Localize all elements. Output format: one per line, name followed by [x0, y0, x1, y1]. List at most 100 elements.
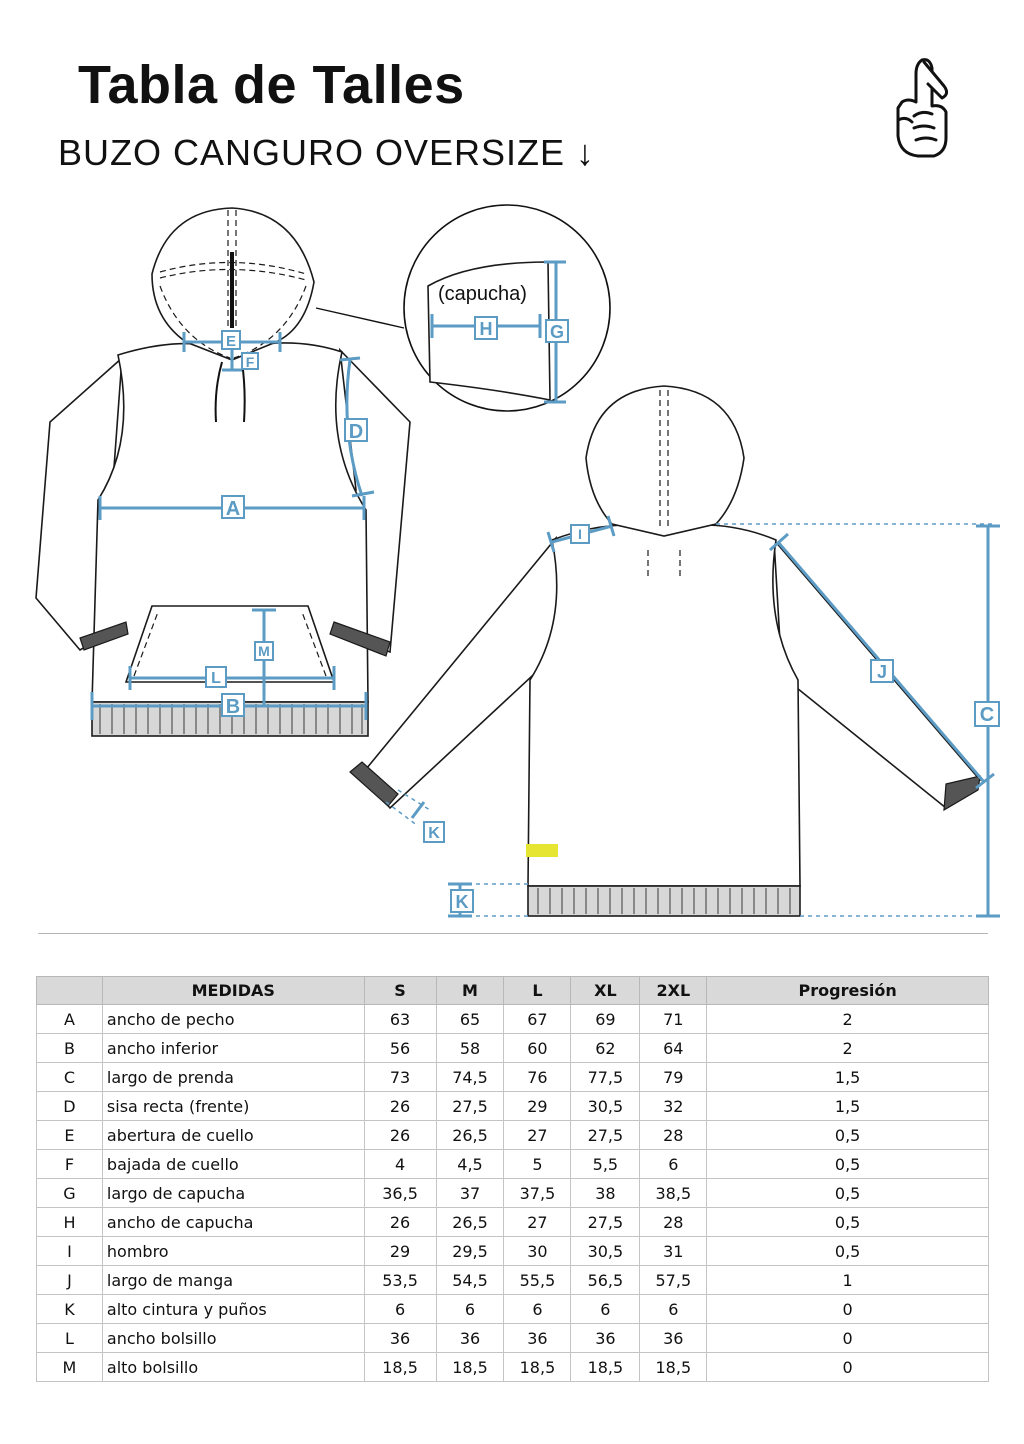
- row-value-xl: 5,5: [570, 1149, 641, 1179]
- label-k-waist: K: [456, 892, 469, 912]
- row-measure-name: largo de capucha: [101, 1178, 365, 1208]
- row-value-xl: 69: [570, 1004, 641, 1034]
- label-e: E: [226, 333, 236, 350]
- row-value-m: 65: [435, 1004, 505, 1034]
- label-h: H: [480, 319, 493, 339]
- row-code: C: [36, 1062, 103, 1092]
- row-value-l: 29: [503, 1091, 572, 1121]
- row-value-xl: 36: [570, 1323, 641, 1353]
- row-measure-name: abertura de cuello: [101, 1120, 365, 1150]
- row-value-xl: 56,5: [570, 1265, 641, 1295]
- row-value-2xl: 6: [639, 1294, 708, 1324]
- row-value-l: 30: [503, 1236, 572, 1266]
- label-g: G: [550, 322, 564, 342]
- row-value-l: 18,5: [503, 1352, 572, 1382]
- row-measure-name: sisa recta (frente): [101, 1091, 365, 1121]
- row-progresion: 0: [706, 1294, 989, 1324]
- header-size-l: L: [503, 976, 572, 1005]
- row-value-2xl: 28: [639, 1120, 708, 1150]
- row-code: J: [36, 1265, 103, 1295]
- row-measure-name: ancho inferior: [101, 1033, 365, 1063]
- row-progresion: 0,5: [706, 1236, 989, 1266]
- row-value-l: 60: [503, 1033, 572, 1063]
- row-value-l: 37,5: [503, 1178, 572, 1208]
- row-value-2xl: 18,5: [639, 1352, 708, 1382]
- row-value-s: 63: [363, 1004, 437, 1034]
- row-value-2xl: 79: [639, 1062, 708, 1092]
- row-value-m: 26,5: [435, 1207, 505, 1237]
- measurement-labels: A B C D E F G H I J K K L M: [205, 316, 1000, 913]
- row-value-xl: 27,5: [570, 1207, 641, 1237]
- section-divider: [38, 933, 988, 934]
- row-value-xl: 27,5: [570, 1120, 641, 1150]
- header-size-s: S: [363, 976, 437, 1005]
- row-value-xl: 30,5: [570, 1236, 641, 1266]
- row-value-m: 4,5: [435, 1149, 505, 1179]
- row-progresion: 0,5: [706, 1120, 989, 1150]
- row-value-l: 27: [503, 1120, 572, 1150]
- row-value-m: 27,5: [435, 1091, 505, 1121]
- row-progresion: 1: [706, 1265, 989, 1295]
- row-measure-name: ancho bolsillo: [101, 1323, 365, 1353]
- row-value-2xl: 57,5: [639, 1265, 708, 1295]
- row-measure-name: largo de prenda: [101, 1062, 365, 1092]
- label-j: J: [877, 662, 887, 682]
- row-code: F: [36, 1149, 103, 1179]
- row-value-s: 73: [363, 1062, 437, 1092]
- row-value-m: 54,5: [435, 1265, 505, 1295]
- row-code: M: [36, 1352, 103, 1382]
- row-value-l: 67: [503, 1004, 572, 1034]
- label-b: B: [226, 696, 240, 718]
- row-value-m: 36: [435, 1323, 505, 1353]
- row-progresion: 0: [706, 1352, 989, 1382]
- label-l: L: [211, 670, 221, 687]
- row-code: D: [36, 1091, 103, 1121]
- row-value-l: 27: [503, 1207, 572, 1237]
- row-value-l: 6: [503, 1294, 572, 1324]
- row-measure-name: ancho de pecho: [101, 1004, 365, 1034]
- row-progresion: 1,5: [706, 1062, 989, 1092]
- header-size-2xl: 2XL: [639, 976, 708, 1005]
- row-measure-name: alto bolsillo: [101, 1352, 365, 1382]
- row-value-s: 26: [363, 1120, 437, 1150]
- row-value-2xl: 28: [639, 1207, 708, 1237]
- row-progresion: 0,5: [706, 1149, 989, 1179]
- row-progresion: 0: [706, 1323, 989, 1353]
- highlight-tag: [526, 844, 558, 857]
- row-measure-name: ancho de capucha: [101, 1207, 365, 1237]
- row-value-m: 74,5: [435, 1062, 505, 1092]
- label-a: A: [226, 498, 240, 520]
- row-value-s: 56: [363, 1033, 437, 1063]
- row-value-2xl: 38,5: [639, 1178, 708, 1208]
- row-code: I: [36, 1236, 103, 1266]
- row-value-2xl: 31: [639, 1236, 708, 1266]
- row-progresion: 0,5: [706, 1207, 989, 1237]
- label-i: I: [578, 526, 582, 542]
- row-progresion: 2: [706, 1033, 989, 1063]
- row-value-m: 6: [435, 1294, 505, 1324]
- row-measure-name: hombro: [101, 1236, 365, 1266]
- label-m: M: [258, 643, 270, 659]
- row-value-s: 26: [363, 1207, 437, 1237]
- label-d: D: [349, 421, 363, 443]
- row-code: E: [36, 1120, 103, 1150]
- row-value-m: 58: [435, 1033, 505, 1063]
- row-measure-name: largo de manga: [101, 1265, 365, 1295]
- table-header-row: MEDIDAS S M L XL 2XL Progresión: [36, 976, 989, 1005]
- hood-callout-label: (capucha): [438, 283, 527, 305]
- row-value-s: 36: [363, 1323, 437, 1353]
- row-value-s: 26: [363, 1091, 437, 1121]
- crossed-fingers-hand-icon: [896, 58, 949, 158]
- row-value-m: 26,5: [435, 1120, 505, 1150]
- row-code: B: [36, 1033, 103, 1063]
- row-value-m: 18,5: [435, 1352, 505, 1382]
- row-value-2xl: 32: [639, 1091, 708, 1121]
- row-value-l: 36: [503, 1323, 572, 1353]
- row-code: H: [36, 1207, 103, 1237]
